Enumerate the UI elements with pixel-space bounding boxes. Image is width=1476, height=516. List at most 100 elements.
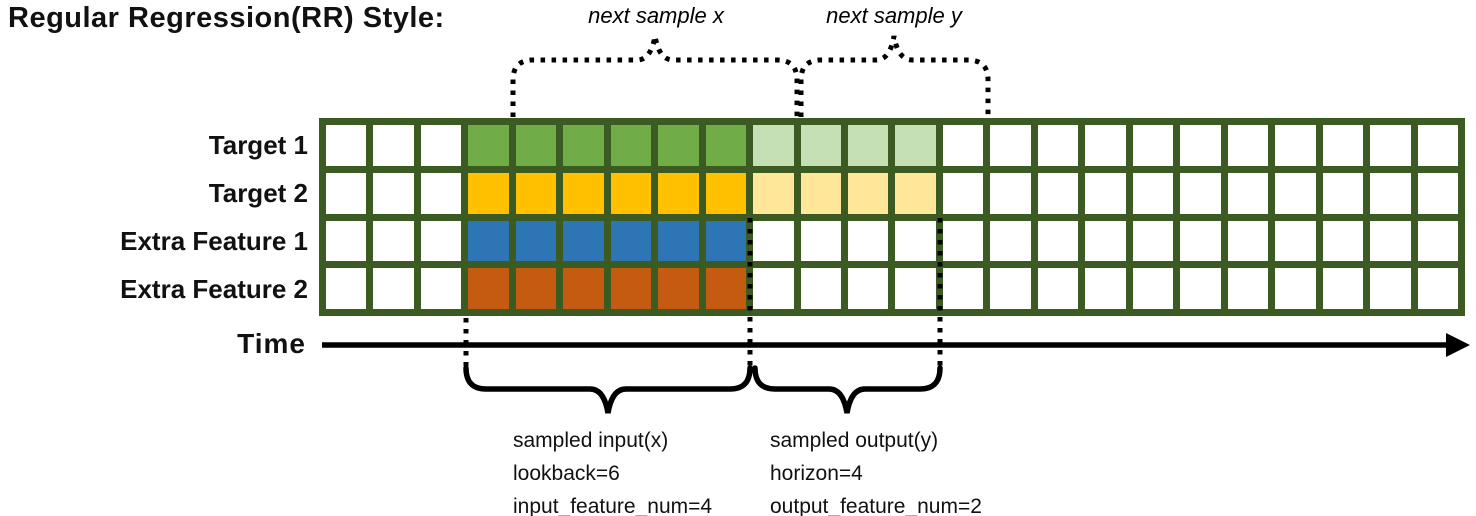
grid-cell [420,125,462,166]
grid-cell [420,220,462,262]
output-annotation-line-2: horizon=4 [770,462,863,485]
grid-cell [895,268,936,309]
output-annotation-line-1: sampled output(y) [770,429,939,452]
grid-cell [895,220,936,262]
next-sample-x-label: next sample x [588,3,724,28]
grid-cell [1322,268,1364,309]
grid-cell [1322,125,1364,166]
input-annotation-line-3: input_feature_num=4 [513,495,713,516]
grid-cell [1037,125,1079,166]
grid-cell [1227,172,1269,214]
output-annotation: sampled output(y) horizon=4 output_featu… [770,424,982,516]
grid-cell [1275,125,1316,166]
grid-cell [800,220,842,262]
grid-cell [1275,268,1316,309]
grid-cell [705,268,747,309]
grid-cell [658,268,699,309]
row-label-extra-feature-2: Extra Feature 2 [120,274,308,304]
grid-cell [658,220,699,262]
input-annotation: sampled input(x) lookback=6 input_featur… [513,424,712,516]
grid-cell [658,172,699,214]
next-sample-y-brace [798,35,991,117]
grid-cell [848,268,889,309]
grid-cell [1085,172,1126,214]
grid-cell [1417,220,1458,262]
time-axis-arrowhead [1446,333,1470,357]
grid-cell [563,172,604,214]
row-label-extra-feature-1: Extra Feature 1 [120,226,308,256]
grid-cell [753,172,794,214]
grid-cell [515,220,557,262]
grid-cell [1227,268,1269,309]
grid-cell [800,125,842,166]
grid-cell [610,125,652,166]
grid-cell [705,125,747,166]
grid-cell [942,268,984,309]
page-title: Regular Regression(RR) Style: [8,2,445,34]
grid-cell [753,220,794,262]
grid-cell [1180,172,1221,214]
grid-cell [942,220,984,262]
grid-cell [373,268,414,309]
grid-cell [373,220,414,262]
grid-cell [1417,268,1458,309]
grid-cell [1227,220,1269,262]
grid-cell [1132,172,1174,214]
sample-grid [319,118,1465,316]
grid-cell [373,172,414,214]
grid-cell [1275,220,1316,262]
grid-cell [1322,220,1364,262]
grid-cell [990,268,1031,309]
grid-cell [1227,125,1269,166]
grid-cell [1037,268,1079,309]
grid-cell [326,172,367,214]
grid-cell [848,125,889,166]
grid-cell [942,125,984,166]
grid-cell [468,268,509,309]
grid-cell [1132,125,1174,166]
grid-cell [468,172,509,214]
next-sample-y-label: next sample y [826,3,962,28]
grid-cell [515,172,557,214]
grid-cell [610,220,652,262]
grid-cell [848,172,889,214]
grid-cell [326,268,367,309]
grid-cell [990,125,1031,166]
grid-cell [1417,125,1458,166]
grid-cell [1275,172,1316,214]
grid-cell [1132,220,1174,262]
grid-cell [1037,220,1079,262]
grid-cell [515,125,557,166]
grid-cell [1370,268,1411,309]
grid-cell [800,172,842,214]
grid-cell [515,268,557,309]
grid-cell [373,125,414,166]
row-label-target-1: Target 1 [208,130,308,160]
grid-cell [705,220,747,262]
grid-cell [468,125,509,166]
input-annotation-line-2: lookback=6 [513,462,620,485]
grid-cell [326,220,367,262]
grid-cell [1180,268,1221,309]
grid-cell [1370,125,1411,166]
time-axis-label: Time [237,328,306,359]
grid-cell [1180,220,1221,262]
output-annotation-line-3: output_feature_num=2 [770,495,982,516]
grid-cell [563,125,604,166]
grid-cell [1417,172,1458,214]
grid-cell [990,172,1031,214]
grid-cell [1370,220,1411,262]
grid-cell [563,220,604,262]
input-annotation-line-1: sampled input(x) [513,429,669,452]
grid-cell [800,268,842,309]
grid-cell [1180,125,1221,166]
grid-cell [1322,172,1364,214]
grid-cell [1370,172,1411,214]
grid-cell [468,220,509,262]
grid-cell [1037,172,1079,214]
grid-cell [563,268,604,309]
grid-cell [326,125,367,166]
sampled-output-brace [752,365,943,414]
grid-cell [895,125,936,166]
